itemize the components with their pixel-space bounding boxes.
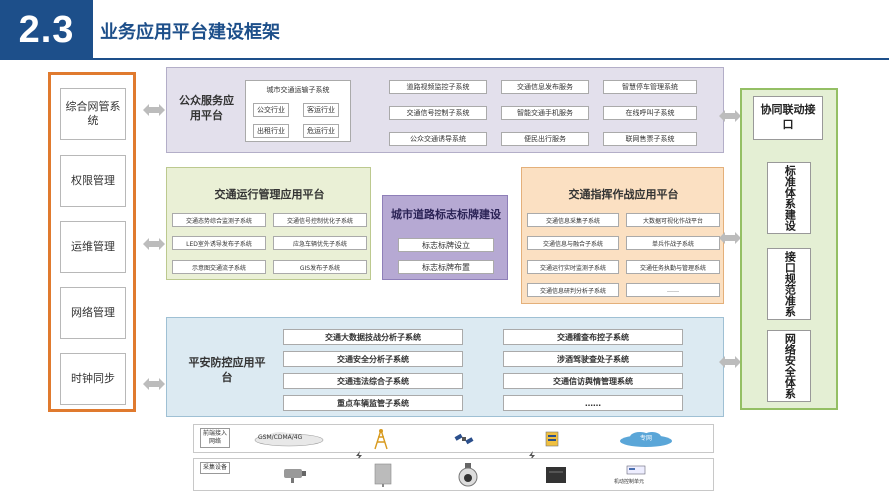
industry-hazmat[interactable]: 危运行业: [303, 124, 339, 138]
command-title: 交通指挥作战应用平台: [568, 188, 679, 201]
security-platform: 平安防控应用平台 交通大数据技战分析子系统 交通稽查布控子系统 交通安全分析子系…: [166, 317, 724, 417]
public-system-item[interactable]: 联网售票子系统: [603, 132, 697, 146]
public-system-item[interactable]: 交通信号控制子系统: [389, 106, 487, 120]
double-arrow-icon: [719, 110, 741, 122]
traffic-ops-system-item[interactable]: 示意图交通流子系统: [172, 260, 266, 274]
command-system-item[interactable]: 交通信息与融合子系统: [527, 236, 619, 250]
page-title: 业务应用平台建设框架: [100, 22, 280, 43]
interface-spec[interactable]: 接口规范准系: [767, 248, 811, 320]
public-system-item[interactable]: 智慧停车管理系统: [603, 80, 697, 94]
access-network-label: 前端接入网络: [200, 428, 230, 448]
server-icon: [545, 431, 559, 447]
gsm-label: GSM/CDMA/4G: [258, 434, 303, 441]
traffic-ops-platform: 交通运行管理应用平台 交通态势综合监测子系统 交通信号控制优化子系统 LED室外…: [166, 167, 371, 280]
dome-camera-icon: [458, 463, 478, 487]
security-system-item[interactable]: ……: [503, 395, 683, 411]
standards-panel: 协同联动接口 标准体系建设 接口规范准系 网络安全体系: [740, 88, 838, 410]
road-sign-platform: 城市道路标志标牌建设 标志标牌设立 标志标牌布置: [382, 195, 508, 280]
traffic-ops-system-item[interactable]: LED室外诱导发布子系统: [172, 236, 266, 250]
collection-device-row: 采集设备 机动控制单元: [193, 458, 714, 491]
private-network-label: 专网: [640, 435, 653, 442]
command-system-item[interactable]: 交通信息研判分析子系统: [527, 283, 619, 297]
public-system-item[interactable]: 便民出行服务: [501, 132, 589, 146]
security-system-item[interactable]: 涉酒驾驶查处子系统: [503, 351, 683, 367]
security-system-item[interactable]: 交通违法综合子系统: [283, 373, 463, 389]
double-arrow-icon: [143, 238, 165, 250]
section-number: 2.3: [0, 0, 93, 60]
public-system-item[interactable]: 交通信息发布服务: [501, 80, 589, 94]
double-arrow-icon: [719, 232, 741, 244]
standard-system-build[interactable]: 标准体系建设: [767, 162, 811, 234]
left-item-permission[interactable]: 权限管理: [60, 155, 126, 207]
road-sign-title: 城市道路标志标牌建设: [391, 208, 501, 221]
cloud-icon: [254, 432, 324, 447]
command-system-item[interactable]: 单兵作战子系统: [626, 236, 720, 250]
left-item-network[interactable]: 网络管理: [60, 287, 126, 339]
security-title: 平安防控应用平台: [188, 356, 266, 384]
control-unit-label: 机动控制单元: [614, 479, 645, 485]
traffic-ops-system-item[interactable]: 交通信号控制优化子系统: [273, 213, 367, 227]
industry-passenger[interactable]: 客运行业: [303, 103, 339, 117]
command-system-item[interactable]: 交通运行实时监测子系统: [527, 260, 619, 274]
collab-interface[interactable]: 协同联动接口: [753, 96, 823, 140]
industry-taxi[interactable]: 出租行业: [253, 124, 289, 138]
transport-subsystem-title: 城市交通运输子系统: [266, 86, 330, 94]
road-sign-item[interactable]: 标志标牌布置: [398, 260, 494, 274]
security-system-item[interactable]: 重点车辆监管子系统: [283, 395, 463, 411]
command-system-item[interactable]: 交通任务执勤与管理系统: [626, 260, 720, 274]
industry-bus[interactable]: 公交行业: [253, 103, 289, 117]
security-system-item[interactable]: 交通大数据技战分析子系统: [283, 329, 463, 345]
access-network-row: 前端接入网络 GSM/CDMA/4G 专网: [193, 424, 714, 453]
public-system-item[interactable]: 公众交通诱导系统: [389, 132, 487, 146]
public-system-item[interactable]: 智能交通手机服务: [501, 106, 589, 120]
radar-panel-icon: [374, 463, 392, 487]
left-item-network-mgmt-system[interactable]: 综合网管系统: [60, 88, 126, 140]
double-arrow-icon: [143, 378, 165, 390]
traffic-ops-system-item[interactable]: 应急车辆优先子系统: [273, 236, 367, 250]
double-arrow-icon: [719, 356, 741, 368]
left-item-clock-sync[interactable]: 时钟同步: [60, 353, 126, 405]
command-system-item[interactable]: ……: [626, 283, 720, 297]
public-service-platform: 公众服务应用平台 城市交通运输子系统 公交行业 客运行业 出租行业 危运行业 道…: [166, 67, 724, 153]
dvr-device-icon: [546, 467, 566, 483]
tower-icon: [374, 429, 388, 450]
security-system-item[interactable]: 交通稽查布控子系统: [503, 329, 683, 345]
traffic-ops-title: 交通运行管理应用平台: [214, 188, 325, 201]
left-item-operations[interactable]: 运维管理: [60, 221, 126, 273]
security-system-item[interactable]: 交通安全分析子系统: [283, 351, 463, 367]
collection-device-label: 采集设备: [200, 462, 230, 474]
public-system-item[interactable]: 道路视频监控子系统: [389, 80, 487, 94]
lightning-icon: [356, 451, 362, 461]
private-network-cloud-icon: [620, 432, 672, 447]
camera-icon: [284, 469, 306, 483]
traffic-ops-system-item[interactable]: GIS发布子系统: [273, 260, 367, 274]
lightning-icon: [529, 451, 535, 461]
security-system-item[interactable]: 交通信访舆情管理系统: [503, 373, 683, 389]
management-panel: 综合网管系统 权限管理 运维管理 网络管理 时钟同步: [48, 72, 136, 412]
public-platform-title: 公众服务应用平台: [179, 94, 234, 122]
network-security[interactable]: 网络安全体系: [767, 330, 811, 402]
command-system-item[interactable]: 交通信息采集子系统: [527, 213, 619, 227]
header-divider: [93, 58, 889, 60]
road-sign-item[interactable]: 标志标牌设立: [398, 238, 494, 252]
control-unit-icon: [626, 465, 646, 475]
traffic-ops-system-item[interactable]: 交通态势综合监测子系统: [172, 213, 266, 227]
public-system-item[interactable]: 在线呼叫子系统: [603, 106, 697, 120]
command-system-item[interactable]: 大数据可视化作战平台: [626, 213, 720, 227]
command-platform: 交通指挥作战应用平台 交通信息采集子系统 大数据可视化作战平台 交通信息与融合子…: [521, 167, 724, 304]
double-arrow-icon: [143, 104, 165, 116]
satellite-icon: [454, 433, 474, 445]
